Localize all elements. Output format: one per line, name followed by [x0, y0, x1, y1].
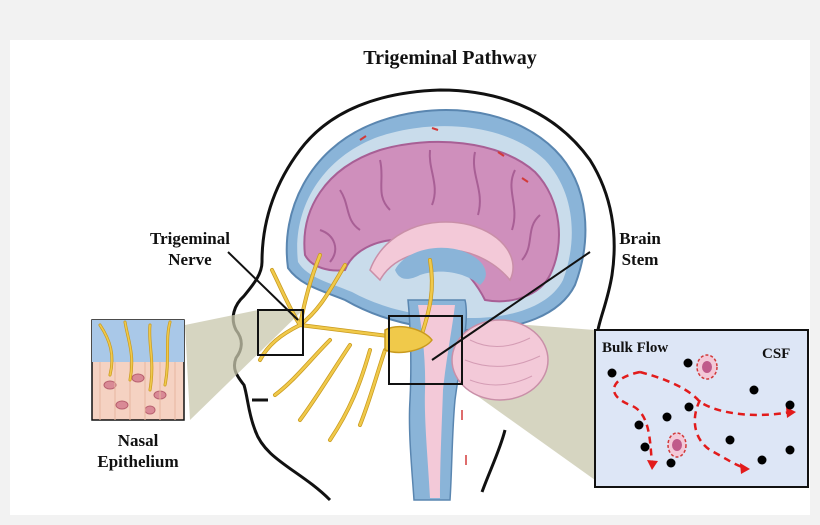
brain-stem-label: Brain Stem [600, 228, 680, 270]
brain-stem-label-line2: Stem [621, 250, 659, 269]
connector-nasal [185, 310, 303, 420]
cerebellum-folia [464, 337, 541, 386]
brainstem-core [418, 305, 455, 498]
pink-cell-icon [667, 432, 687, 458]
nasal-epithelium-label-line2: Epithelium [97, 452, 179, 471]
brainstem-leader-line [431, 251, 591, 361]
trigeminal-nerve-label-line2: Nerve [168, 250, 212, 269]
trigeminal-nerve-label-line1: Trigeminal [150, 229, 230, 248]
black-dot-icon [607, 358, 795, 468]
csf-inset [594, 329, 809, 488]
brainstem-vessels [461, 410, 467, 465]
trigeminal-leader-line [227, 251, 299, 321]
trigeminal-nerve-label: Trigeminal Nerve [140, 228, 240, 270]
nasal-highlight-box [257, 309, 304, 356]
cerebellum [451, 319, 549, 401]
csf-label: CSF [762, 346, 791, 362]
nasal-epithelium-inset [91, 319, 185, 421]
nasal-epithelium-label-line1: Nasal [117, 431, 159, 450]
head-outline [231, 88, 616, 502]
red-arrowheads [647, 407, 796, 474]
trigeminal-ganglion [384, 326, 433, 354]
brainstem-highlight-box [388, 315, 463, 385]
red-dashed-arrow-icon [612, 370, 791, 470]
brain-stem-label-line1: Brain [619, 229, 661, 248]
diagram-title: Trigeminal Pathway [363, 47, 537, 69]
pink-cell-icon [696, 354, 718, 380]
nasal-epithelium-label: Nasal Epithelium [88, 430, 188, 472]
meningeal-vessels [359, 127, 529, 183]
ventricle [395, 247, 486, 285]
gyri-lines [319, 149, 541, 263]
neck-back-outline [480, 429, 507, 493]
bulk-flow-label: Bulk Flow [602, 340, 669, 356]
